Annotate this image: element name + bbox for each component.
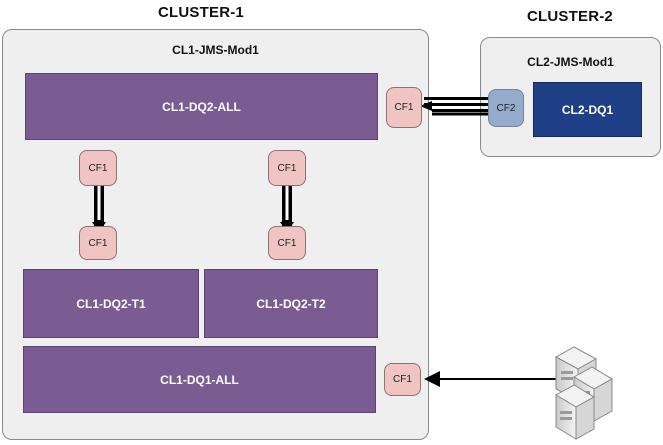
cf-cl1-dq2-all[interactable]: CF1 bbox=[386, 87, 422, 128]
server-stack-icon bbox=[554, 346, 613, 440]
destination-cl1-dq2-t1[interactable]: CL1-DQ2-T1 bbox=[23, 269, 199, 338]
cf-label: CF1 bbox=[394, 102, 414, 113]
cf-left-lower[interactable]: CF1 bbox=[79, 226, 117, 260]
cluster2-module-label: CL2-JMS-Mod1 bbox=[527, 55, 614, 69]
destination-cl1-dq1-all[interactable]: CL1-DQ1-ALL bbox=[23, 346, 376, 413]
cf-label: CF1 bbox=[277, 237, 297, 249]
cf-mid-upper[interactable]: CF1 bbox=[268, 150, 306, 186]
cf-label: CF1 bbox=[277, 162, 297, 174]
destination-label: CL1-DQ2-ALL bbox=[162, 99, 241, 114]
cluster1-module-label: CL1-JMS-Mod1 bbox=[172, 43, 259, 57]
cf-label: CF1 bbox=[88, 162, 108, 174]
destination-cl1-dq2-all[interactable]: CL1-DQ2-ALL bbox=[25, 73, 378, 140]
cf-label: CF2 bbox=[496, 102, 516, 114]
cf-left-upper[interactable]: CF1 bbox=[79, 150, 117, 186]
cf-cl2[interactable]: CF2 bbox=[488, 89, 524, 127]
cluster1-title: CLUSTER-1 bbox=[158, 4, 244, 21]
cf-cl1-dq1-all[interactable]: CF1 bbox=[384, 363, 421, 396]
destination-cl1-dq2-t2[interactable]: CL1-DQ2-T2 bbox=[204, 269, 378, 338]
cluster2-title: CLUSTER-2 bbox=[527, 8, 613, 25]
cf-label: CF1 bbox=[88, 237, 108, 249]
destination-cl2-dq1[interactable]: CL2-DQ1 bbox=[533, 82, 642, 137]
destination-label: CL1-DQ2-T2 bbox=[256, 296, 326, 311]
destination-label: CL2-DQ1 bbox=[561, 102, 614, 117]
cf-mid-lower[interactable]: CF1 bbox=[268, 226, 306, 260]
destination-label: CL1-DQ2-T1 bbox=[76, 296, 146, 311]
arrow-cf2-to-cf1 bbox=[420, 97, 492, 116]
cf-label: CF1 bbox=[393, 374, 412, 385]
destination-label: CL1-DQ1-ALL bbox=[160, 372, 239, 387]
